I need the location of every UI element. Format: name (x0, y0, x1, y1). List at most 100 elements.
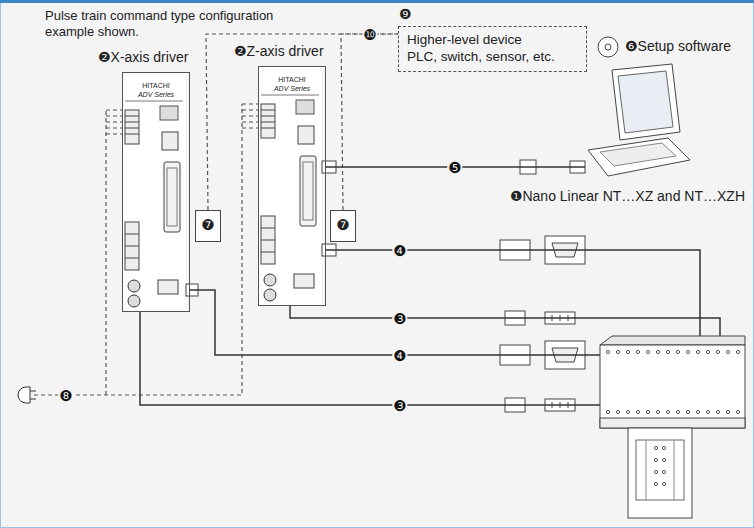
mounting-holes (606, 350, 609, 353)
nano-linear-stage (674, 440, 675, 500)
io-terminal-box: ❼ (195, 210, 221, 242)
note: Pulse train command type configuration e… (45, 8, 315, 40)
node-text: ADV Series (123, 90, 189, 99)
mounting-holes (616, 410, 619, 413)
power-plug (30, 399, 36, 400)
mounting-holes (696, 350, 699, 353)
node-text: HITACHI (123, 81, 189, 90)
mounting-holes (616, 350, 619, 353)
nano-linear-stage (646, 440, 647, 500)
mounting-holes (654, 482, 657, 485)
mounting-holes (716, 410, 719, 413)
cable (290, 306, 720, 336)
mounting-holes (726, 410, 729, 413)
laptop (600, 143, 676, 166)
nano-linear-stage (600, 336, 745, 345)
cd-rom (598, 37, 618, 57)
higher-level-device-box: ❾Higher-level devicePLC, switch, sensor,… (398, 26, 587, 72)
mounting-holes (606, 410, 609, 413)
power-wiring (34, 104, 258, 395)
cable-callout: ❺ (447, 159, 462, 176)
mounting-holes (686, 410, 689, 413)
node-heading: ❻Setup software (625, 38, 731, 54)
mounting-holes (736, 410, 739, 413)
mounting-holes (654, 446, 657, 449)
mounting-holes (662, 470, 665, 473)
mounting-holes (662, 482, 665, 485)
mounting-holes (636, 350, 639, 353)
cable (140, 312, 600, 405)
nano-linear-stage (628, 428, 692, 518)
mounting-holes (736, 350, 739, 353)
node-text: Higher-level device (407, 31, 578, 48)
signal-wire (341, 34, 398, 210)
cable-callout: ❹ (392, 347, 407, 364)
mounting-holes (666, 350, 669, 353)
io-terminal-box: ❼ (330, 210, 356, 242)
node-text: PLC, switch, sensor, etc. (407, 48, 578, 65)
x-axis-driver: ❷X-axis driverHITACHIADV Series (122, 72, 190, 312)
mounting-holes (726, 350, 729, 353)
mounting-holes (654, 458, 657, 461)
node-text: ❼ (331, 211, 355, 239)
mounting-holes (706, 350, 709, 353)
cable-callout: ❿ (362, 26, 377, 43)
mounting-holes (676, 350, 679, 353)
mounting-holes (636, 410, 639, 413)
mounting-holes (654, 470, 657, 473)
cable-callout: ❸ (392, 397, 407, 414)
mounting-holes (646, 410, 649, 413)
laptop (612, 64, 680, 140)
node-heading: ❾ (399, 6, 412, 23)
node-text: ❼ (196, 211, 220, 239)
cable-callout: ❹ (392, 242, 407, 259)
cable-callout: ❸ (392, 310, 407, 327)
nano-linear-stage (636, 440, 684, 500)
cable (326, 250, 700, 336)
cable (190, 290, 600, 355)
mounting-holes (716, 350, 719, 353)
power-plug (18, 387, 36, 403)
nano-linear-stage (600, 336, 745, 518)
mounting-holes (686, 350, 689, 353)
top-rule (0, 0, 754, 3)
callout-number: ❽ (58, 387, 73, 404)
node-heading: ❷Z-axis driver (234, 43, 324, 59)
z-axis-driver: ❷Z-axis driverHITACHIADV Series (258, 66, 326, 306)
node-text: HITACHI (259, 75, 325, 84)
nano-linear-stage: ❶Nano Linear NT…XZ and NT…XZH (600, 336, 745, 428)
mounting-holes (606, 350, 739, 485)
power-wiring (106, 110, 122, 134)
mounting-holes (626, 410, 629, 413)
power-wiring (105, 110, 106, 395)
laptop (618, 71, 673, 133)
node-heading: ❶Nano Linear NT…XZ and NT…XZH (510, 188, 745, 204)
mounting-holes (706, 410, 709, 413)
mounting-holes (656, 350, 659, 353)
mounting-holes (662, 458, 665, 461)
node-text: ADV Series (259, 84, 325, 93)
cd-rom (598, 37, 618, 57)
mounting-holes (646, 350, 649, 353)
nano-linear-stage (600, 345, 745, 428)
mounting-holes (662, 446, 665, 449)
laptop (588, 138, 690, 176)
cd-rom (605, 44, 611, 50)
nano-linear-stage (600, 418, 745, 428)
node-heading: ❷X-axis driver (98, 49, 188, 65)
mounting-holes (666, 410, 669, 413)
power-wiring (242, 104, 258, 128)
z-axis-driver-body (258, 66, 322, 306)
power-wiring (34, 104, 242, 395)
setup-pc: ❻Setup software (585, 62, 690, 178)
x-axis-driver-body (122, 72, 186, 312)
mounting-holes (626, 350, 629, 353)
power-plug (18, 387, 30, 403)
mounting-holes (676, 410, 679, 413)
